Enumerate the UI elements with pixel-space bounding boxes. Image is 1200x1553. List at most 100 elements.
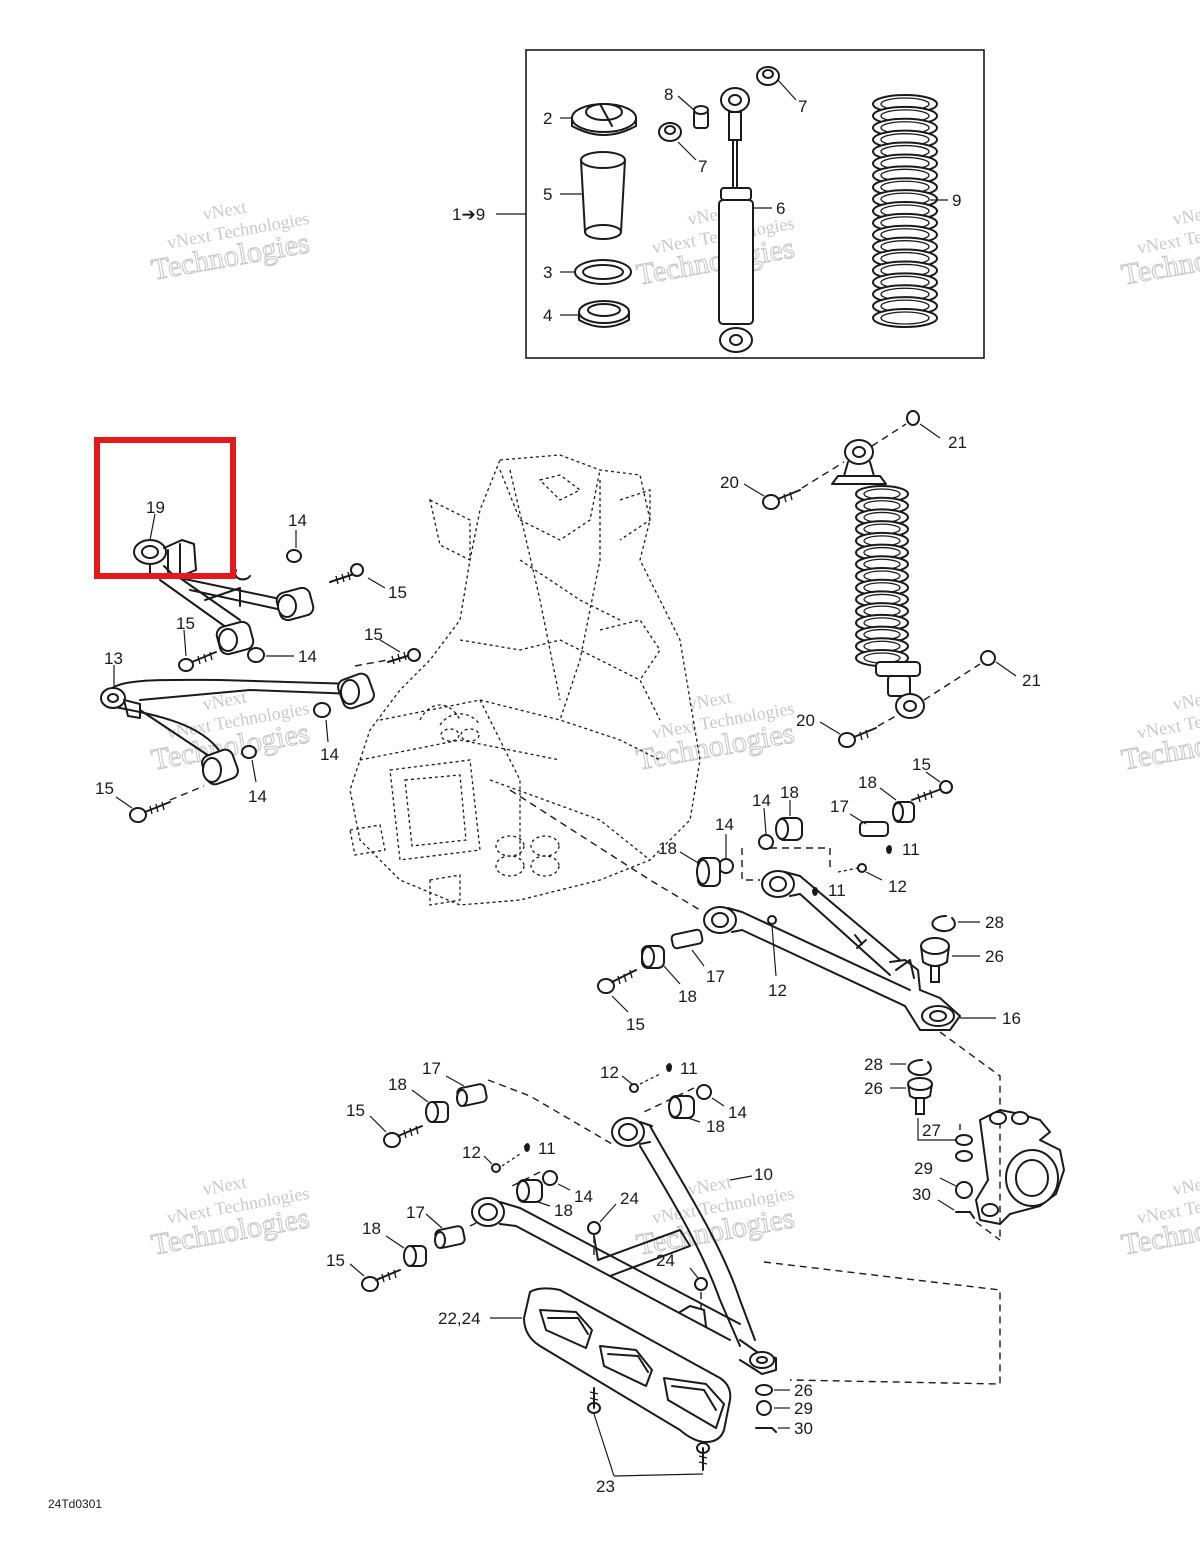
callout-2: 2: [543, 109, 552, 128]
coil-spring-part: [872, 94, 938, 328]
bushing-part: [641, 945, 665, 969]
callout-30b: 30: [794, 1419, 813, 1438]
bolt-part: [129, 801, 171, 823]
callout-7b: 7: [698, 157, 707, 176]
bushing-part-8: [693, 105, 709, 129]
callout-12c: 12: [600, 1063, 619, 1082]
bolt-part: [762, 489, 801, 510]
bolt-part: [361, 1269, 401, 1292]
callout-21b: 21: [1022, 671, 1041, 690]
bushing-part: [775, 817, 803, 841]
nut-part: [247, 647, 265, 663]
callout-27: 27: [922, 1121, 941, 1140]
bolt-part: [911, 780, 953, 803]
callout-4: 4: [543, 306, 552, 325]
document-id: 24Td0301: [48, 1497, 102, 1511]
callout-15c: 15: [364, 625, 383, 644]
grease-fitting-part: [857, 863, 867, 873]
ball-joint-part: [920, 937, 950, 983]
bearing-part: [578, 300, 630, 328]
callout-14a: 14: [288, 511, 307, 530]
grease-fitting-part: [491, 1163, 501, 1173]
callout-7a: 7: [798, 97, 807, 116]
callout-28b: 28: [864, 1055, 883, 1074]
bolt-part: [838, 727, 877, 748]
callout-14c: 14: [320, 745, 339, 764]
nut-part: [696, 1084, 712, 1100]
nut-part: [718, 858, 734, 874]
callout-18b: 18: [780, 783, 799, 802]
callout-29a: 29: [914, 1159, 933, 1178]
callout-15h: 15: [326, 1251, 345, 1270]
callout-14e: 14: [752, 791, 771, 810]
bushing-part: [403, 1245, 427, 1267]
sleeve-part: [859, 821, 889, 837]
bolt-part: [587, 1387, 601, 1414]
callout-22-24: 22,24: [438, 1309, 481, 1328]
washer-part: [955, 1134, 973, 1162]
watermark-3-line1: vNext: [1171, 202, 1200, 229]
highlight-box: [94, 437, 236, 579]
callout-8: 8: [664, 85, 673, 104]
watermark-6-line1: vNext: [1171, 687, 1200, 714]
callout-23: 23: [596, 1477, 615, 1496]
sleeve-part: [456, 1083, 488, 1107]
nut-part: [542, 1170, 558, 1186]
spring-coil-inner: [880, 311, 930, 325]
upper-arm-left-part: [159, 577, 315, 656]
bolt-part: [387, 648, 421, 665]
bushing-part-7b: [658, 122, 682, 142]
vehicle-frame-phantom: [349, 454, 701, 906]
callout-26a: 26: [985, 947, 1004, 966]
grease-fitting-part: [629, 1083, 639, 1093]
callout-6: 6: [776, 199, 785, 218]
callout-17c: 17: [422, 1059, 441, 1078]
callout-26b: 26: [864, 1079, 883, 1098]
callout-18d: 18: [678, 987, 697, 1006]
shock-kit-inset: 1➔9 2 5 3 4: [452, 49, 985, 359]
nut-part: [980, 650, 996, 666]
callout-15f: 15: [626, 1015, 645, 1034]
bolt-part: [383, 1125, 423, 1148]
bolt-part: [597, 969, 637, 994]
shock-spring: [855, 485, 909, 667]
callout-13: 13: [104, 649, 123, 668]
ball-joint-part: [907, 1077, 933, 1115]
skid-plate-part: [523, 1287, 732, 1443]
callout-20b: 20: [796, 711, 815, 730]
bolt-part: [696, 1442, 710, 1471]
sleeve-part: [580, 151, 626, 240]
callout-18g: 18: [554, 1201, 573, 1220]
callout-15e: 15: [912, 755, 931, 774]
grease-fitting-part: [767, 915, 777, 925]
callout-14f: 14: [715, 815, 734, 834]
callout-11d: 11: [538, 1139, 556, 1158]
callout-17b: 17: [706, 967, 725, 986]
callout-24b: 24: [656, 1251, 675, 1270]
callout-11b: 11: [828, 881, 846, 900]
steering-knuckle-part: [975, 1109, 1065, 1225]
callout-29b: 29: [794, 1399, 813, 1418]
nut-part: [955, 1181, 973, 1199]
callout-12d: 12: [462, 1143, 481, 1162]
nut-part: [587, 1221, 601, 1235]
upper-a-arm-part: [100, 672, 375, 786]
callout-21a: 21: [948, 433, 967, 452]
callout-18h: 18: [362, 1219, 381, 1238]
washer-part: [755, 1384, 773, 1396]
watermark-8: vNext vNext Technologies Technologies: [633, 1172, 797, 1263]
watermark-1: vNext vNext Technologies Technologies: [148, 197, 312, 288]
callout-30a: 30: [912, 1185, 931, 1204]
callout-24a: 24: [620, 1189, 639, 1208]
bushing-part: [516, 1179, 543, 1203]
callout-11c: 11: [680, 1059, 698, 1078]
callout-18c: 18: [658, 839, 677, 858]
callout-3: 3: [543, 263, 552, 282]
bolt-part: [329, 563, 364, 585]
watermark-9-line1: vNext: [1171, 1172, 1200, 1199]
bushing-part: [425, 1101, 449, 1123]
sleeve-part: [670, 928, 704, 950]
nut-part: [756, 1400, 772, 1416]
watermark-9: vNext vNext Technologies Technologies: [1118, 1172, 1200, 1263]
